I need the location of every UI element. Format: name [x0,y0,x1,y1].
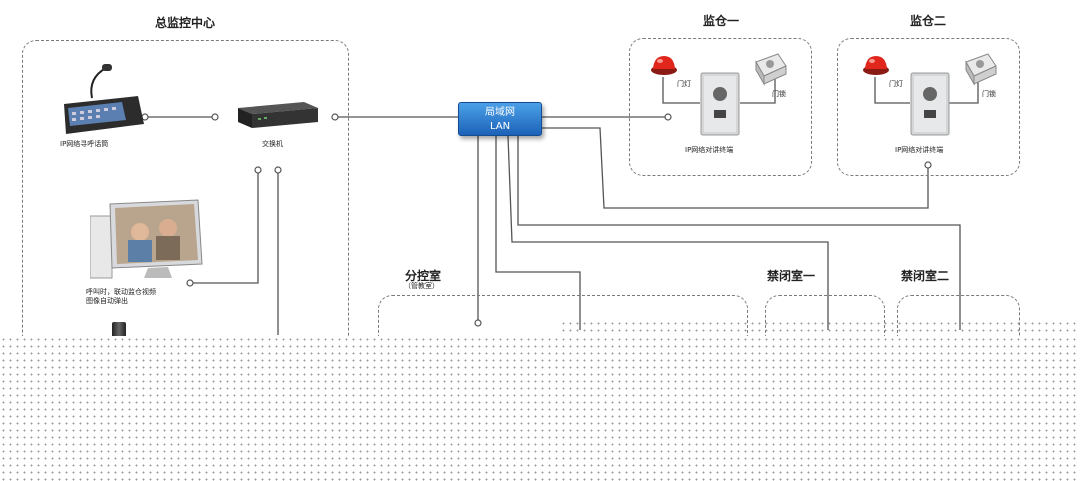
cell1-lock-label: 门锁 [772,90,786,98]
cell2-box [837,38,1020,176]
monitor-icon [90,199,203,279]
paging-console-icon [64,64,144,134]
speaker-device-icon [112,322,126,340]
confinement2-title: 禁闭室二 [901,269,950,283]
cell2-terminal-label: IP网络对讲终端 [895,146,944,154]
lan-cell2-link [542,127,929,209]
cell1-title: 监仓一 [703,14,740,28]
confinement1-title: 禁闭室一 [767,269,816,283]
cell2-door-lock-icon [965,53,997,86]
paging-console-label: IP网络寻呼话筒 [60,140,109,148]
lan-conf2-link [517,136,961,330]
lan-switch-node: 局域网 LAN [458,102,542,136]
dotted-overlay [0,336,1080,481]
cell1-intercom-terminal-icon [700,72,740,136]
cell1-lamp-label: 门灯 [677,80,691,88]
cell2-lock-link [945,77,979,104]
dotted-overlay-upper [560,320,1080,338]
cell2-lamp-label: 门灯 [889,80,903,88]
lan-branch-link [495,136,581,330]
central-monitoring-title: 总监控中心 [155,16,216,30]
cell1-lamp-link [662,77,700,104]
cell1-door-lock-icon [755,53,787,86]
branch-subtitle: （管教室） [404,282,439,290]
cell2-lamp-link [874,77,910,104]
lan-conf1-link [507,135,829,330]
cell2-lock-label: 门锁 [982,90,996,98]
switch-monitor-link [190,170,259,284]
branch-title: 分控室 [405,269,442,283]
cell1-door-lamp-icon [651,56,677,75]
network-switch-icon [238,102,318,128]
switch-label: 交换机 [262,140,283,148]
cell1-box [629,38,812,176]
lan-sublabel: LAN [489,121,511,132]
monitor-label: 呼叫时，联动监仓视频 图像自动弹出 [86,288,156,305]
cell2-intercom-terminal-icon [910,72,950,136]
cell1-terminal-label: IP网络对讲终端 [685,146,734,154]
cell2-title: 监仓二 [910,14,947,28]
cell1-lock-link [740,77,776,104]
cell2-door-lamp-icon [863,56,889,75]
lan-label: 局域网 [485,107,515,118]
